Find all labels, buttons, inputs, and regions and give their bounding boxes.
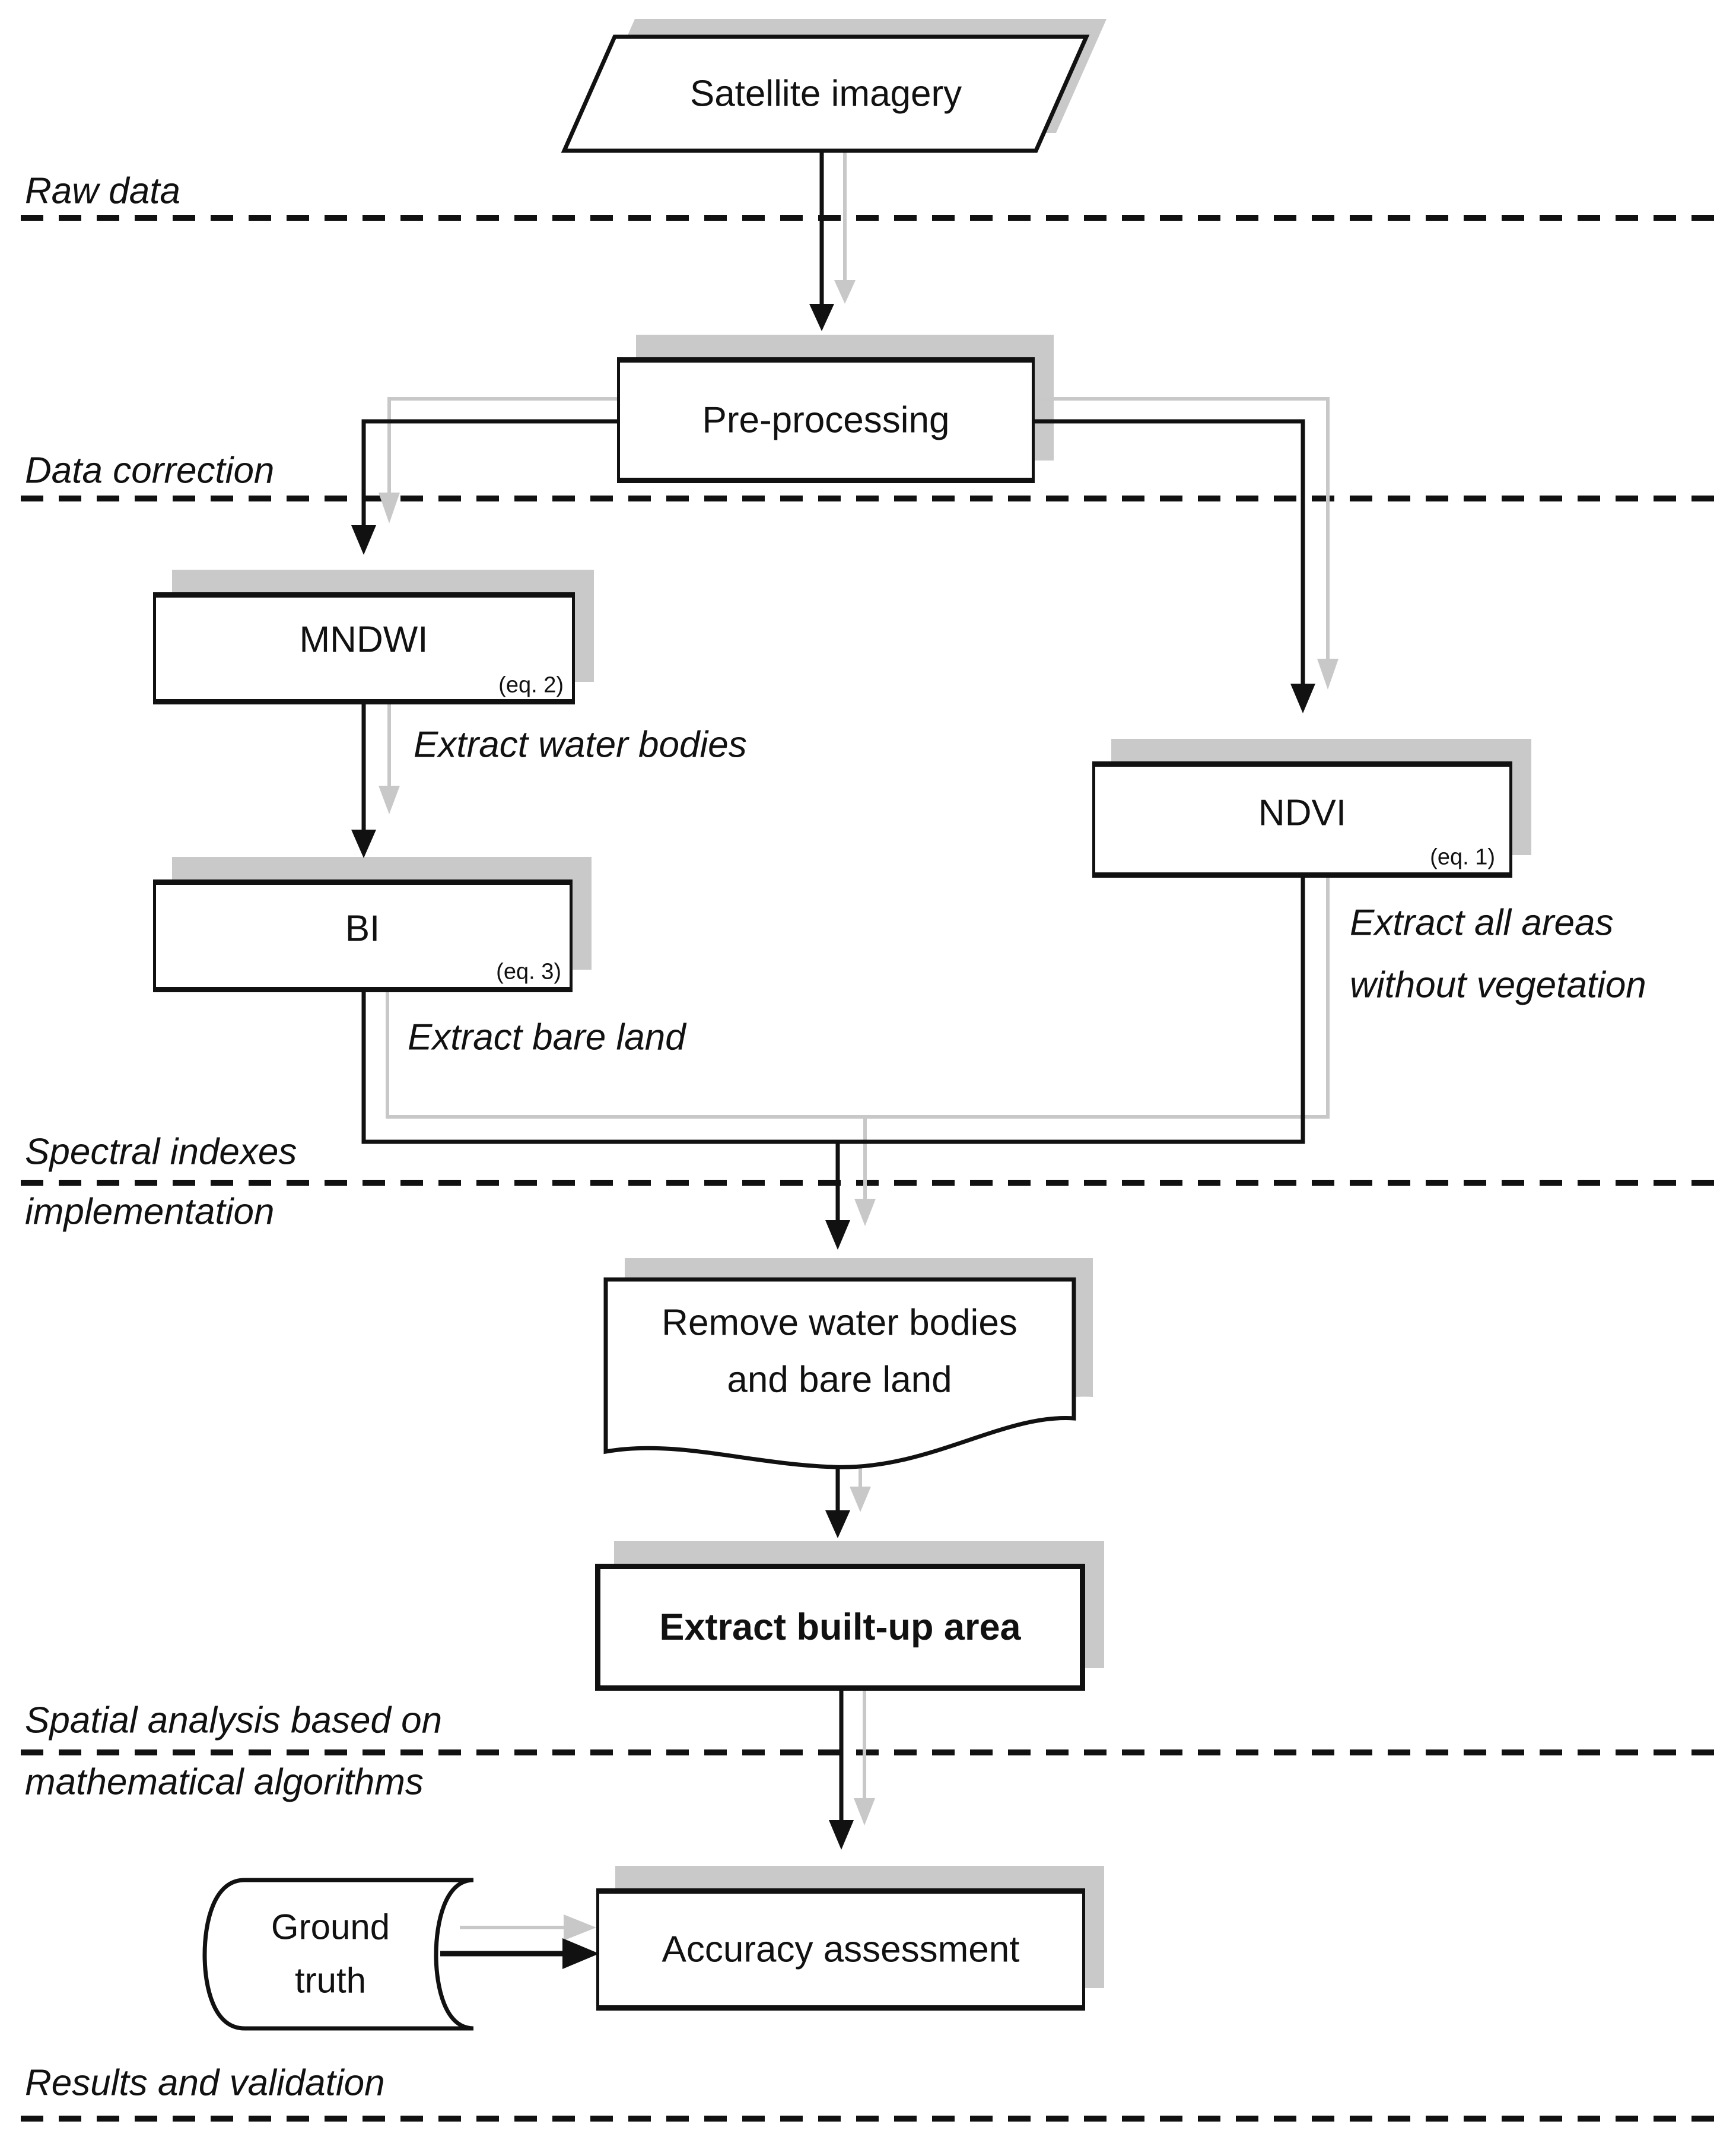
annotation-vegetation-line1: Extract all areas	[1350, 902, 1614, 944]
satellite-imagery-label: Satellite imagery	[689, 73, 962, 115]
black-arrowhead-icon	[562, 1938, 599, 1969]
gray-arrowhead-icon	[834, 280, 856, 304]
ground-truth-label-line2: truth	[294, 1960, 367, 2001]
gray-arrow-preprocessing-to-ndvi	[1035, 397, 1330, 659]
stage-label-spectral-line1: Spectral indexes	[25, 1131, 297, 1173]
ground-truth-shape	[202, 1878, 474, 2031]
remove-label-line2: and bare land	[727, 1359, 952, 1401]
remove-document-shadow	[625, 1258, 1093, 1446]
stage-label-raw-data: Raw data	[25, 170, 180, 212]
stage-label-spatial-line2: mathematical algorithms	[25, 1761, 424, 1803]
stage-label-results: Results and validation	[25, 2062, 385, 2104]
gray-arrow-preprocessing-to-mndwi	[387, 397, 617, 493]
black-arrow-preprocessing-to-mndwi	[361, 419, 617, 525]
bi-label: BI	[345, 908, 380, 950]
preprocessing-box	[617, 357, 1035, 483]
black-arrowhead-icon	[825, 1510, 850, 1538]
ndvi-label: NDVI	[1258, 792, 1347, 834]
gray-arrowhead-icon	[1317, 659, 1338, 690]
ground-truth-label-line1: Ground	[271, 1907, 390, 1947]
gray-arrowhead-icon	[564, 1914, 596, 1941]
remove-label-line1: Remove water bodies	[662, 1302, 1018, 1344]
gray-arrowhead-icon	[379, 786, 400, 814]
ndvi-box	[1092, 761, 1512, 878]
stage-label-spectral-line2: implementation	[25, 1191, 275, 1233]
gray-arrowhead-icon	[854, 1798, 875, 1825]
mndwi-box	[153, 592, 575, 704]
black-arrowhead-icon	[829, 1820, 854, 1850]
black-arrowhead-icon	[351, 525, 376, 555]
black-arrowheads	[351, 304, 1315, 1969]
stage-label-data-correction: Data correction	[25, 450, 275, 491]
black-arrowhead-icon	[351, 830, 376, 858]
annotation-vegetation-line2: without vegetation	[1350, 964, 1646, 1006]
accuracy-label: Accuracy assessment	[662, 1929, 1020, 1970]
accuracy-box	[596, 1888, 1085, 2011]
extract-builtup-label: Extract built-up area	[659, 1606, 1021, 1648]
annotation-extract-bare-land: Extract bare land	[408, 1017, 686, 1058]
gray-arrowheads	[379, 280, 1338, 1941]
bi-eq-label: (eq. 3)	[496, 959, 561, 985]
black-arrow-preprocessing-to-ndvi	[1035, 419, 1305, 684]
black-arrowhead-icon	[825, 1220, 850, 1250]
black-arrowhead-icon	[809, 304, 834, 331]
stage-label-spatial-line1: Spatial analysis based on	[25, 1700, 443, 1741]
gray-arrowhead-icon	[379, 493, 400, 523]
mndwi-eq-label: (eq. 2)	[498, 672, 564, 698]
ndvi-eq-label: (eq. 1)	[1430, 844, 1495, 870]
gray-arrowhead-icon	[850, 1487, 871, 1512]
mndwi-label: MNDWI	[299, 619, 428, 661]
black-arrowhead-icon	[1290, 684, 1315, 713]
gray-arrowhead-icon	[854, 1199, 876, 1226]
preprocessing-label: Pre-processing	[702, 399, 950, 441]
annotation-extract-water: Extract water bodies	[414, 724, 747, 766]
extract-builtup-box	[595, 1564, 1085, 1691]
